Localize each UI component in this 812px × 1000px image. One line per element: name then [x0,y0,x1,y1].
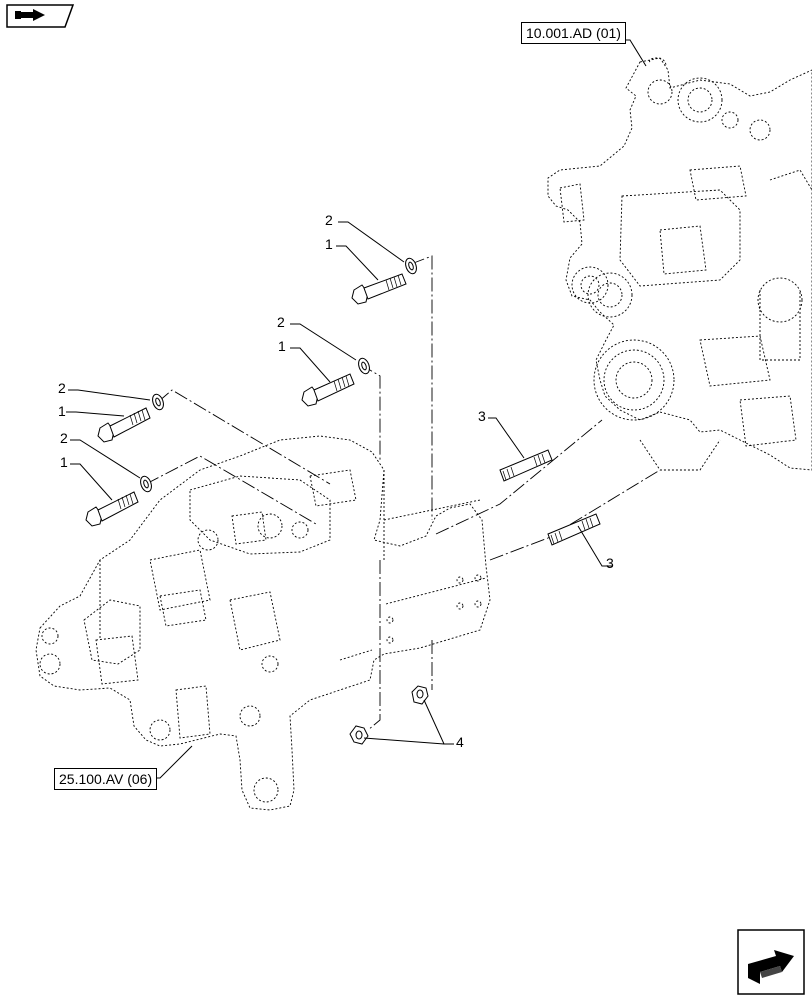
callout-washer-top: 2 [325,212,333,228]
stud-upper-part [499,449,553,482]
leader-bolt-top [336,245,379,281]
engine-reference-label[interactable]: 10.001.AD (01) [521,22,626,44]
callout-washer-left-upper: 2 [58,380,66,396]
nut-lower-part [349,725,369,745]
bolt-top-part [351,273,407,305]
leader-washer-left-upper [68,389,151,401]
leader-ref-frame [154,745,193,779]
alignment-lines [145,255,661,731]
callout-bolt-left-lower: 1 [60,454,68,470]
callout-nuts: 4 [456,734,464,750]
next-page-arrow-icon[interactable] [736,928,806,996]
callout-stud-lower: 3 [606,555,614,571]
callout-bolt-mid: 1 [278,338,286,354]
leader-bolt-left-lower [70,463,113,501]
callout-stud-upper: 3 [478,408,486,424]
leader-bolt-left-upper [66,411,125,417]
leader-bolt-mid [290,347,331,383]
bolt-left-upper-part [97,407,151,443]
leader-washer-left-lower [70,439,141,479]
leader-stud-lower [577,525,612,567]
callout-bolt-left-upper: 1 [58,403,66,419]
front-frame [35,435,491,811]
callout-washer-left-lower: 2 [60,430,68,446]
leader-stud-upper [488,417,525,459]
nut-upper-part [411,685,429,705]
bolt-mid-part [301,373,355,407]
callout-washer-mid: 2 [277,314,285,330]
leader-nuts [363,699,454,745]
leader-washer-mid [290,323,357,361]
frame-reference-label[interactable]: 25.100.AV (06) [54,768,158,790]
stud-lower-part [547,513,601,546]
back-arrow-icon[interactable] [3,3,75,29]
bolt-left-lower-part [85,491,139,527]
leader-washer-top [338,221,405,263]
callout-bolt-top: 1 [325,236,333,252]
engine-assembly [547,57,812,471]
